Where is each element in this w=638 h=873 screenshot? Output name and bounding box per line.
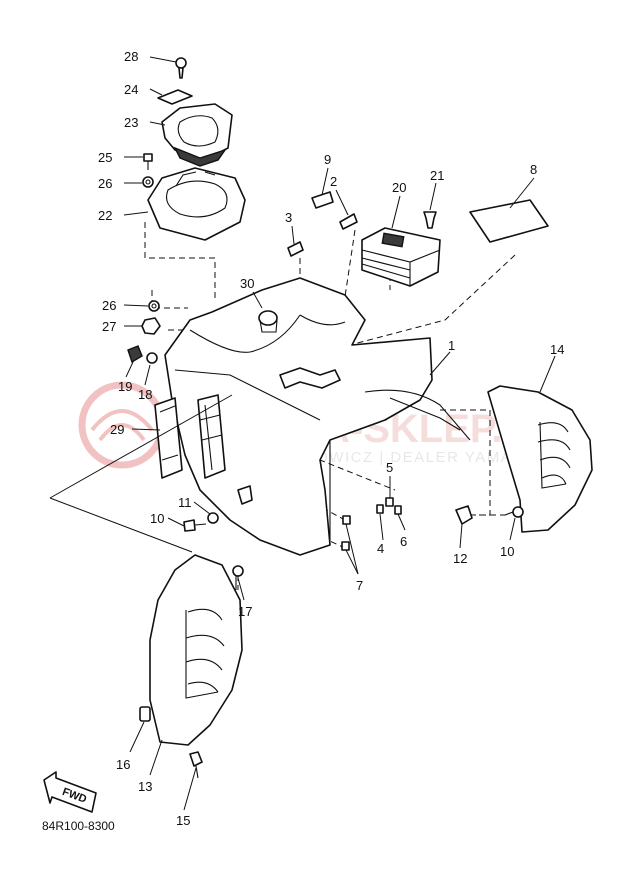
callout-labels: 28 24 23 25 26 22 9 2 20 21 8 3 30 26 27… [98,49,564,828]
callout-27: 27 [102,319,116,334]
callout-10-left: 10 [150,511,164,526]
callout-13: 13 [138,779,152,794]
box-part-20 [361,227,441,287]
cap-part-30 [258,310,278,333]
fastener-part-6 [394,505,402,515]
washer-part-11 [207,512,219,524]
nut-part-26-upper [142,176,154,188]
callout-16: 16 [116,757,130,772]
bolt-part-10-left [183,519,207,532]
callout-11: 11 [178,495,192,510]
callout-25: 25 [98,150,112,165]
screw-part-17 [232,565,244,590]
nut-part-26-lower [148,300,160,312]
nut-part-27 [141,317,161,335]
forward-direction-arrow: FWD [43,771,97,813]
callout-17: 17 [238,604,252,619]
callout-2: 2 [330,174,337,189]
fastener-part-5 [385,497,394,507]
callout-4: 4 [377,541,384,556]
diagram-code: 84R100-8300 [42,819,115,833]
callout-8: 8 [530,162,537,177]
callout-6: 6 [400,534,407,549]
callout-15: 15 [176,813,190,828]
watermark-logo-tuning-forks [90,409,154,442]
callout-21: 21 [430,168,444,183]
callout-10-right: 10 [500,544,514,559]
clip-part-9 [311,191,334,209]
instrument-cover-part-23 [161,103,233,167]
callout-24: 24 [124,82,138,97]
callout-23: 23 [124,115,138,130]
label-part-8 [469,199,549,243]
callout-9: 9 [324,152,331,167]
callout-18: 18 [138,387,152,402]
side-cover-right-part-14 [487,385,593,533]
grommet-part-19 [127,345,143,364]
callout-30: 30 [240,276,254,291]
callout-28: 28 [124,49,138,64]
callout-19: 19 [118,379,132,394]
callout-7: 7 [356,578,363,593]
clip-part-3 [287,241,304,257]
leader-lines [49,56,556,811]
callout-29: 29 [110,422,124,437]
bolt-part-10-right [504,506,524,518]
callout-26-upper: 26 [98,176,112,191]
callout-12: 12 [453,551,467,566]
stay-clip [237,485,253,505]
fastener-part-7-lower [341,541,350,551]
callout-14: 14 [550,342,564,357]
callout-3: 3 [285,210,292,225]
screw-part-28 [175,57,187,79]
callout-1: 1 [448,338,455,353]
callout-20: 20 [392,180,406,195]
bolt-part-25 [143,153,153,170]
instrument-cover-part-22 [147,167,246,241]
screw-part-21 [423,211,437,229]
grommet-part-16 [139,706,151,722]
washer-part-18 [146,352,158,364]
fastener-part-4 [376,504,384,514]
clip-nut-part-12 [455,505,473,525]
fastener-part-7-upper [342,515,351,525]
bolt-part-15 [189,751,203,779]
clip-part-2 [339,213,358,230]
plate-part-24 [157,89,193,105]
bracket-grille-plate [197,394,226,479]
callout-26-lower: 26 [102,298,116,313]
bracket-part-29 [154,397,183,479]
callout-5: 5 [386,460,393,475]
side-cover-left-part-13 [149,554,243,746]
front-fender-body [164,277,471,556]
callout-22: 22 [98,208,112,223]
